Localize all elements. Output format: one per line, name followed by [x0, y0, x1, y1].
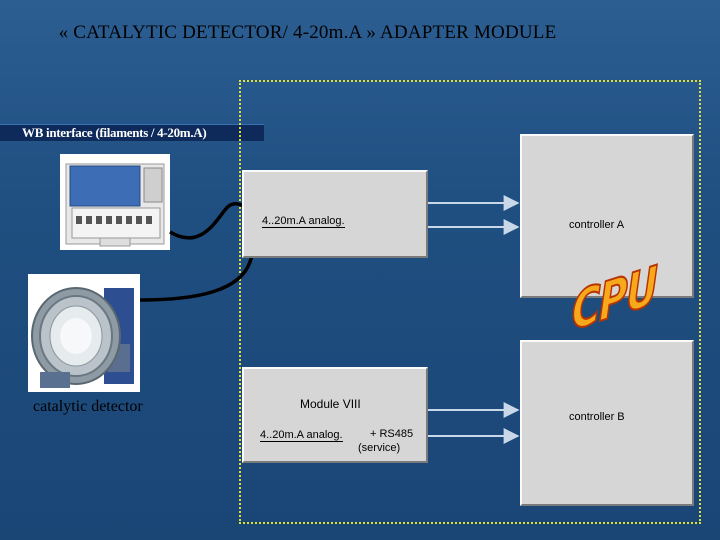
controller-a-label: controller A — [569, 219, 625, 231]
module-a-panel — [242, 170, 428, 258]
wb-interface-label: WB interface (filaments / 4-20m.A) — [22, 125, 207, 140]
controller-b-panel — [520, 340, 694, 506]
module-viii-panel — [242, 367, 428, 463]
slide-title: « CATALYTIC DETECTOR/ 4-20m.A » ADAPTER … — [58, 22, 557, 43]
catalytic-detector-label: catalytic detector — [33, 398, 143, 415]
module-viii-rs485-label: + RS485 — [370, 428, 414, 440]
catalytic-detector-image — [28, 274, 140, 392]
wb-interface-device-image — [60, 154, 170, 250]
adapter-frame — [239, 80, 701, 524]
controller-a-panel — [520, 134, 694, 298]
controller-b-label: controller B — [569, 411, 625, 423]
wb-cable — [169, 202, 251, 240]
module-viii-service-label: (service) — [358, 442, 401, 454]
module-a-label: 4..20m.A analog. — [262, 215, 345, 228]
module-viii-analog-label: 4..20m.A analog. — [260, 429, 343, 442]
module-viii-title: Module VIII — [300, 397, 361, 411]
wb-interface-banner: WB interface (filaments / 4-20m.A) — [0, 124, 264, 141]
